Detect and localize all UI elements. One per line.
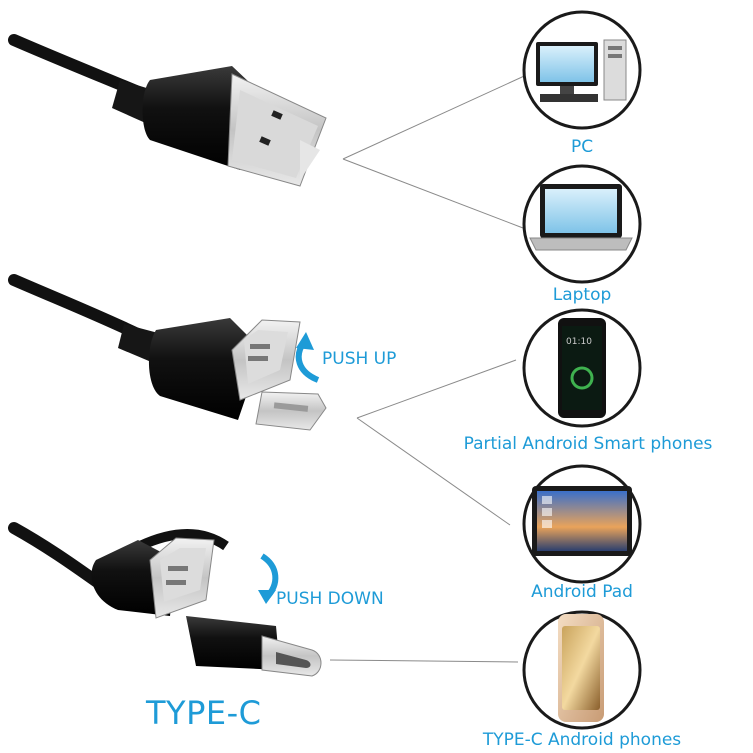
type-c-plug-icon [8,522,322,677]
line-micro-to-pad [356,417,511,526]
micro-usb-plug-icon [8,274,327,431]
device-circle-pad [522,464,642,584]
push-down-label: PUSH DOWN [276,589,384,609]
device-circle-laptop [522,164,642,284]
usb-a-plug-icon [8,34,327,187]
line-usb-to-laptop [342,158,524,229]
device-circle-phone: 01:10 [522,308,642,428]
micro-body [148,318,262,420]
device-label-laptop: Laptop [552,285,612,305]
typec-adapter-body [186,616,280,670]
device-circle-typec-phone [522,610,642,730]
line-micro-to-phone [356,359,517,419]
line-typec-to-phone [329,659,519,663]
typec-cable [8,522,106,590]
connector-lines [329,71,534,663]
device-label-pc: PC [570,137,594,157]
device-circle-pc [522,10,642,130]
micro-tip [255,391,327,431]
type-c-title: TYPE-C [146,694,262,732]
device-label-phone: Partial Android Smart phones [463,434,713,454]
push-up-label: PUSH UP [322,349,397,369]
usb-hole-1 [271,110,283,120]
usb-hole-2 [259,136,271,146]
typec-tip [261,635,322,677]
device-label-pad: Android Pad [531,582,633,602]
line-usb-to-pc [342,71,534,160]
phone-screen-time: 01:10 [566,337,592,347]
device-label-typec-phone: TYPE-C Android phones [482,730,682,750]
